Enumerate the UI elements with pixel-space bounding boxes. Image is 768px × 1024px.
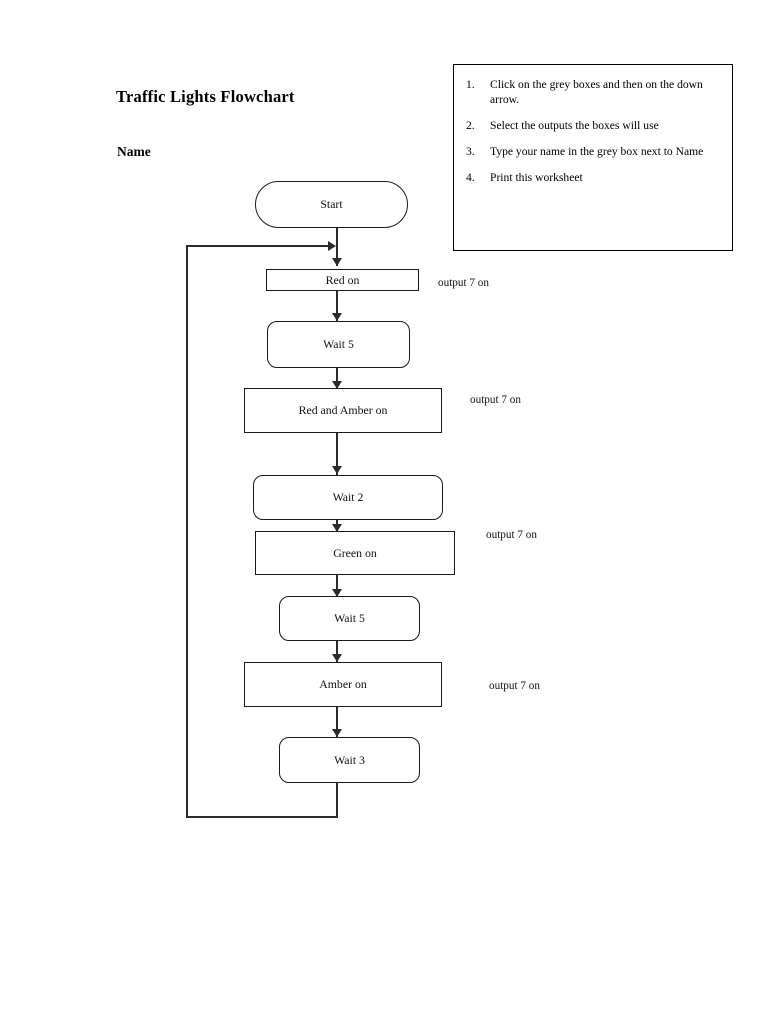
flow-node-amber-on-label: Amber on	[319, 677, 367, 692]
loopback-segment-down	[336, 783, 338, 818]
instruction-number-2: 2.	[466, 119, 475, 132]
flow-node-green-on-label: Green on	[333, 545, 377, 560]
flow-node-wait-3-label: Wait 3	[334, 752, 365, 767]
output-label-green: output 7 on	[486, 529, 537, 541]
output-label-amber: output 7 on	[489, 680, 540, 692]
instructions-list: 1. Click on the grey boxes and then on t…	[454, 65, 732, 185]
connector-red-to-wait5a	[336, 291, 338, 323]
instruction-text-4: Print this worksheet	[490, 171, 583, 184]
flow-node-start-label: Start	[320, 197, 343, 212]
connector-wait5b-to-amber	[336, 641, 338, 664]
instruction-text-2: Select the outputs the boxes will use	[490, 119, 659, 132]
flow-node-red-on-label: Red on	[325, 272, 360, 287]
instruction-item-2: 2. Select the outputs the boxes will use	[466, 118, 718, 133]
instruction-item-3: 3. Type your name in the grey box next t…	[466, 144, 718, 159]
arrowhead-red-to-wait5a	[332, 313, 342, 321]
instruction-number-3: 3.	[466, 145, 475, 158]
arrowhead-start-to-red	[332, 258, 342, 266]
loopback-segment-left	[186, 245, 188, 818]
output-label-red-amber: output 7 on	[470, 394, 521, 406]
flow-node-wait-5-b[interactable]: Wait 5	[279, 596, 420, 641]
flow-node-amber-on[interactable]: Amber on	[244, 662, 442, 707]
instructions-panel: 1. Click on the grey boxes and then on t…	[453, 64, 733, 251]
flow-node-red-and-amber-on-label: Red and Amber on	[298, 403, 388, 418]
flow-node-wait-5-a[interactable]: Wait 5	[267, 321, 410, 368]
connector-amber-to-wait3	[336, 707, 338, 739]
output-label-red: output 7 on	[438, 277, 489, 289]
connector-redamber-to-wait2	[336, 433, 338, 475]
flow-node-green-on[interactable]: Green on	[255, 531, 455, 575]
instruction-number-4: 4.	[466, 171, 475, 184]
arrowhead-loopback-join	[328, 241, 336, 251]
name-field-label: Name	[117, 144, 151, 159]
instruction-item-4: 4. Print this worksheet	[466, 170, 718, 185]
loopback-segment-top	[186, 245, 332, 247]
instruction-text-3: Type your name in the grey box next to N…	[490, 145, 704, 158]
flow-node-red-on[interactable]: Red on	[266, 269, 419, 291]
connector-wait5a-to-redamber	[336, 368, 338, 390]
flow-node-start[interactable]: Start	[255, 181, 408, 228]
flow-node-wait-3[interactable]: Wait 3	[279, 737, 420, 783]
instruction-text-1: Click on the grey boxes and then on the …	[490, 78, 703, 106]
instruction-number-1: 1.	[466, 78, 475, 91]
flow-node-wait-5-b-label: Wait 5	[334, 611, 365, 626]
loopback-segment-bottom	[186, 816, 338, 818]
arrowhead-redamber-to-wait2	[332, 466, 342, 474]
flow-node-red-and-amber-on[interactable]: Red and Amber on	[244, 388, 442, 433]
connector-start-to-red	[336, 228, 338, 266]
page-title: Traffic Lights Flowchart	[116, 87, 295, 106]
arrowhead-wait5b-to-amber	[332, 654, 342, 662]
flow-node-wait-5-a-label: Wait 5	[323, 337, 354, 352]
flow-node-wait-2[interactable]: Wait 2	[253, 475, 443, 520]
flow-node-wait-2-label: Wait 2	[332, 490, 364, 505]
instruction-item-1: 1. Click on the grey boxes and then on t…	[466, 77, 718, 107]
arrowhead-amber-to-wait3	[332, 729, 342, 737]
